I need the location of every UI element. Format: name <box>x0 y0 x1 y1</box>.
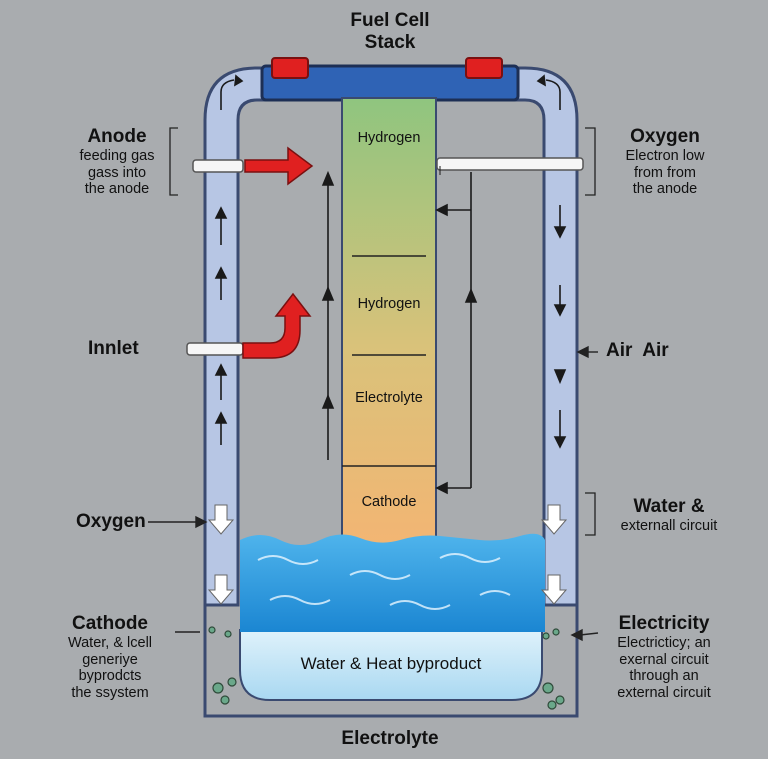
bottom-electrolyte-label: Electrolyte <box>341 728 439 749</box>
anode-line-3: the anode <box>84 181 150 198</box>
anode-inlet-tube <box>192 159 244 173</box>
electricity-label: Electricity Electricticy; an exernal cir… <box>600 613 728 702</box>
electricity-line-2: exernal circuit <box>619 651 709 668</box>
right-oxygen-line-1: Electron low <box>625 147 705 164</box>
electricity-heading: Electricity <box>618 613 710 634</box>
right-valve <box>465 57 503 79</box>
right-oxygen-heading: Oxygen <box>630 126 700 147</box>
inlet-red-arrow <box>242 292 312 359</box>
label-pointers <box>148 345 599 642</box>
right-pipe-flow-arrows <box>536 74 567 449</box>
tank-water-light <box>239 629 543 701</box>
electricity-line-4: external circuit <box>617 684 711 701</box>
anode-line-1: feeding gas <box>79 147 155 164</box>
oxygen-outlet-tube <box>436 157 584 171</box>
inlet-tube <box>186 342 244 356</box>
right-pipe <box>490 66 579 607</box>
cathode-label: Cathode Water, & lcell generiye byprodct… <box>48 613 172 702</box>
anode-line-2: gass into <box>87 164 147 181</box>
left-valve <box>271 57 309 79</box>
title-line-1: Fuel Cell <box>350 10 430 31</box>
white-flow-arrows <box>207 504 568 605</box>
electricity-line-3: through an <box>629 668 699 685</box>
bubbles <box>208 626 565 710</box>
electricity-line-1: Electricticy; an <box>617 634 711 651</box>
anode-label: Anode feeding gas gass into the anode <box>62 126 172 198</box>
cathode-line-4: the ssystem <box>71 684 149 701</box>
stack-layer-cathode: Cathode <box>361 494 417 510</box>
stack-layer-electrolyte: Electrolyte <box>355 390 423 406</box>
tank-label: Water & Heat byproduct <box>300 654 482 673</box>
water-line-1: externall circuit <box>620 517 718 534</box>
cathode-line-1: Water, & lcell <box>67 634 153 651</box>
cathode-heading: Cathode <box>72 613 148 634</box>
cathode-line-3: byprodcts <box>78 668 142 685</box>
anode-feed-red-arrow <box>244 146 314 186</box>
cathode-line-2: generiye <box>82 651 138 668</box>
anode-heading: Anode <box>87 126 147 147</box>
water-circuit-label: Water & externall circuit <box>604 496 734 535</box>
vessel-outline <box>203 520 579 718</box>
label-brackets <box>169 127 596 536</box>
diagram-title: Fuel Cell Stack <box>330 10 450 54</box>
circuit-lines <box>321 166 478 495</box>
fuel-cell-stack <box>341 97 437 549</box>
water-waves <box>240 533 545 632</box>
right-oxygen-label: Oxygen Electron low from from the anode <box>605 126 725 198</box>
right-oxygen-line-2: from from <box>633 164 697 181</box>
wave-highlights <box>257 553 511 610</box>
air-label: Air Air <box>606 340 669 361</box>
right-oxygen-line-3: the anode <box>632 181 698 198</box>
inlet-label: Innlet <box>88 338 139 359</box>
stack-layer-hydrogen-2: Hydrogen <box>357 296 421 312</box>
left-pipe-flow-arrows <box>214 74 244 445</box>
stack-layer-hydrogen-1: Hydrogen <box>357 130 421 146</box>
water-heading: Water & <box>633 496 705 517</box>
title-line-2: Stack <box>364 31 416 53</box>
left-oxygen-label: Oxygen <box>76 511 146 532</box>
